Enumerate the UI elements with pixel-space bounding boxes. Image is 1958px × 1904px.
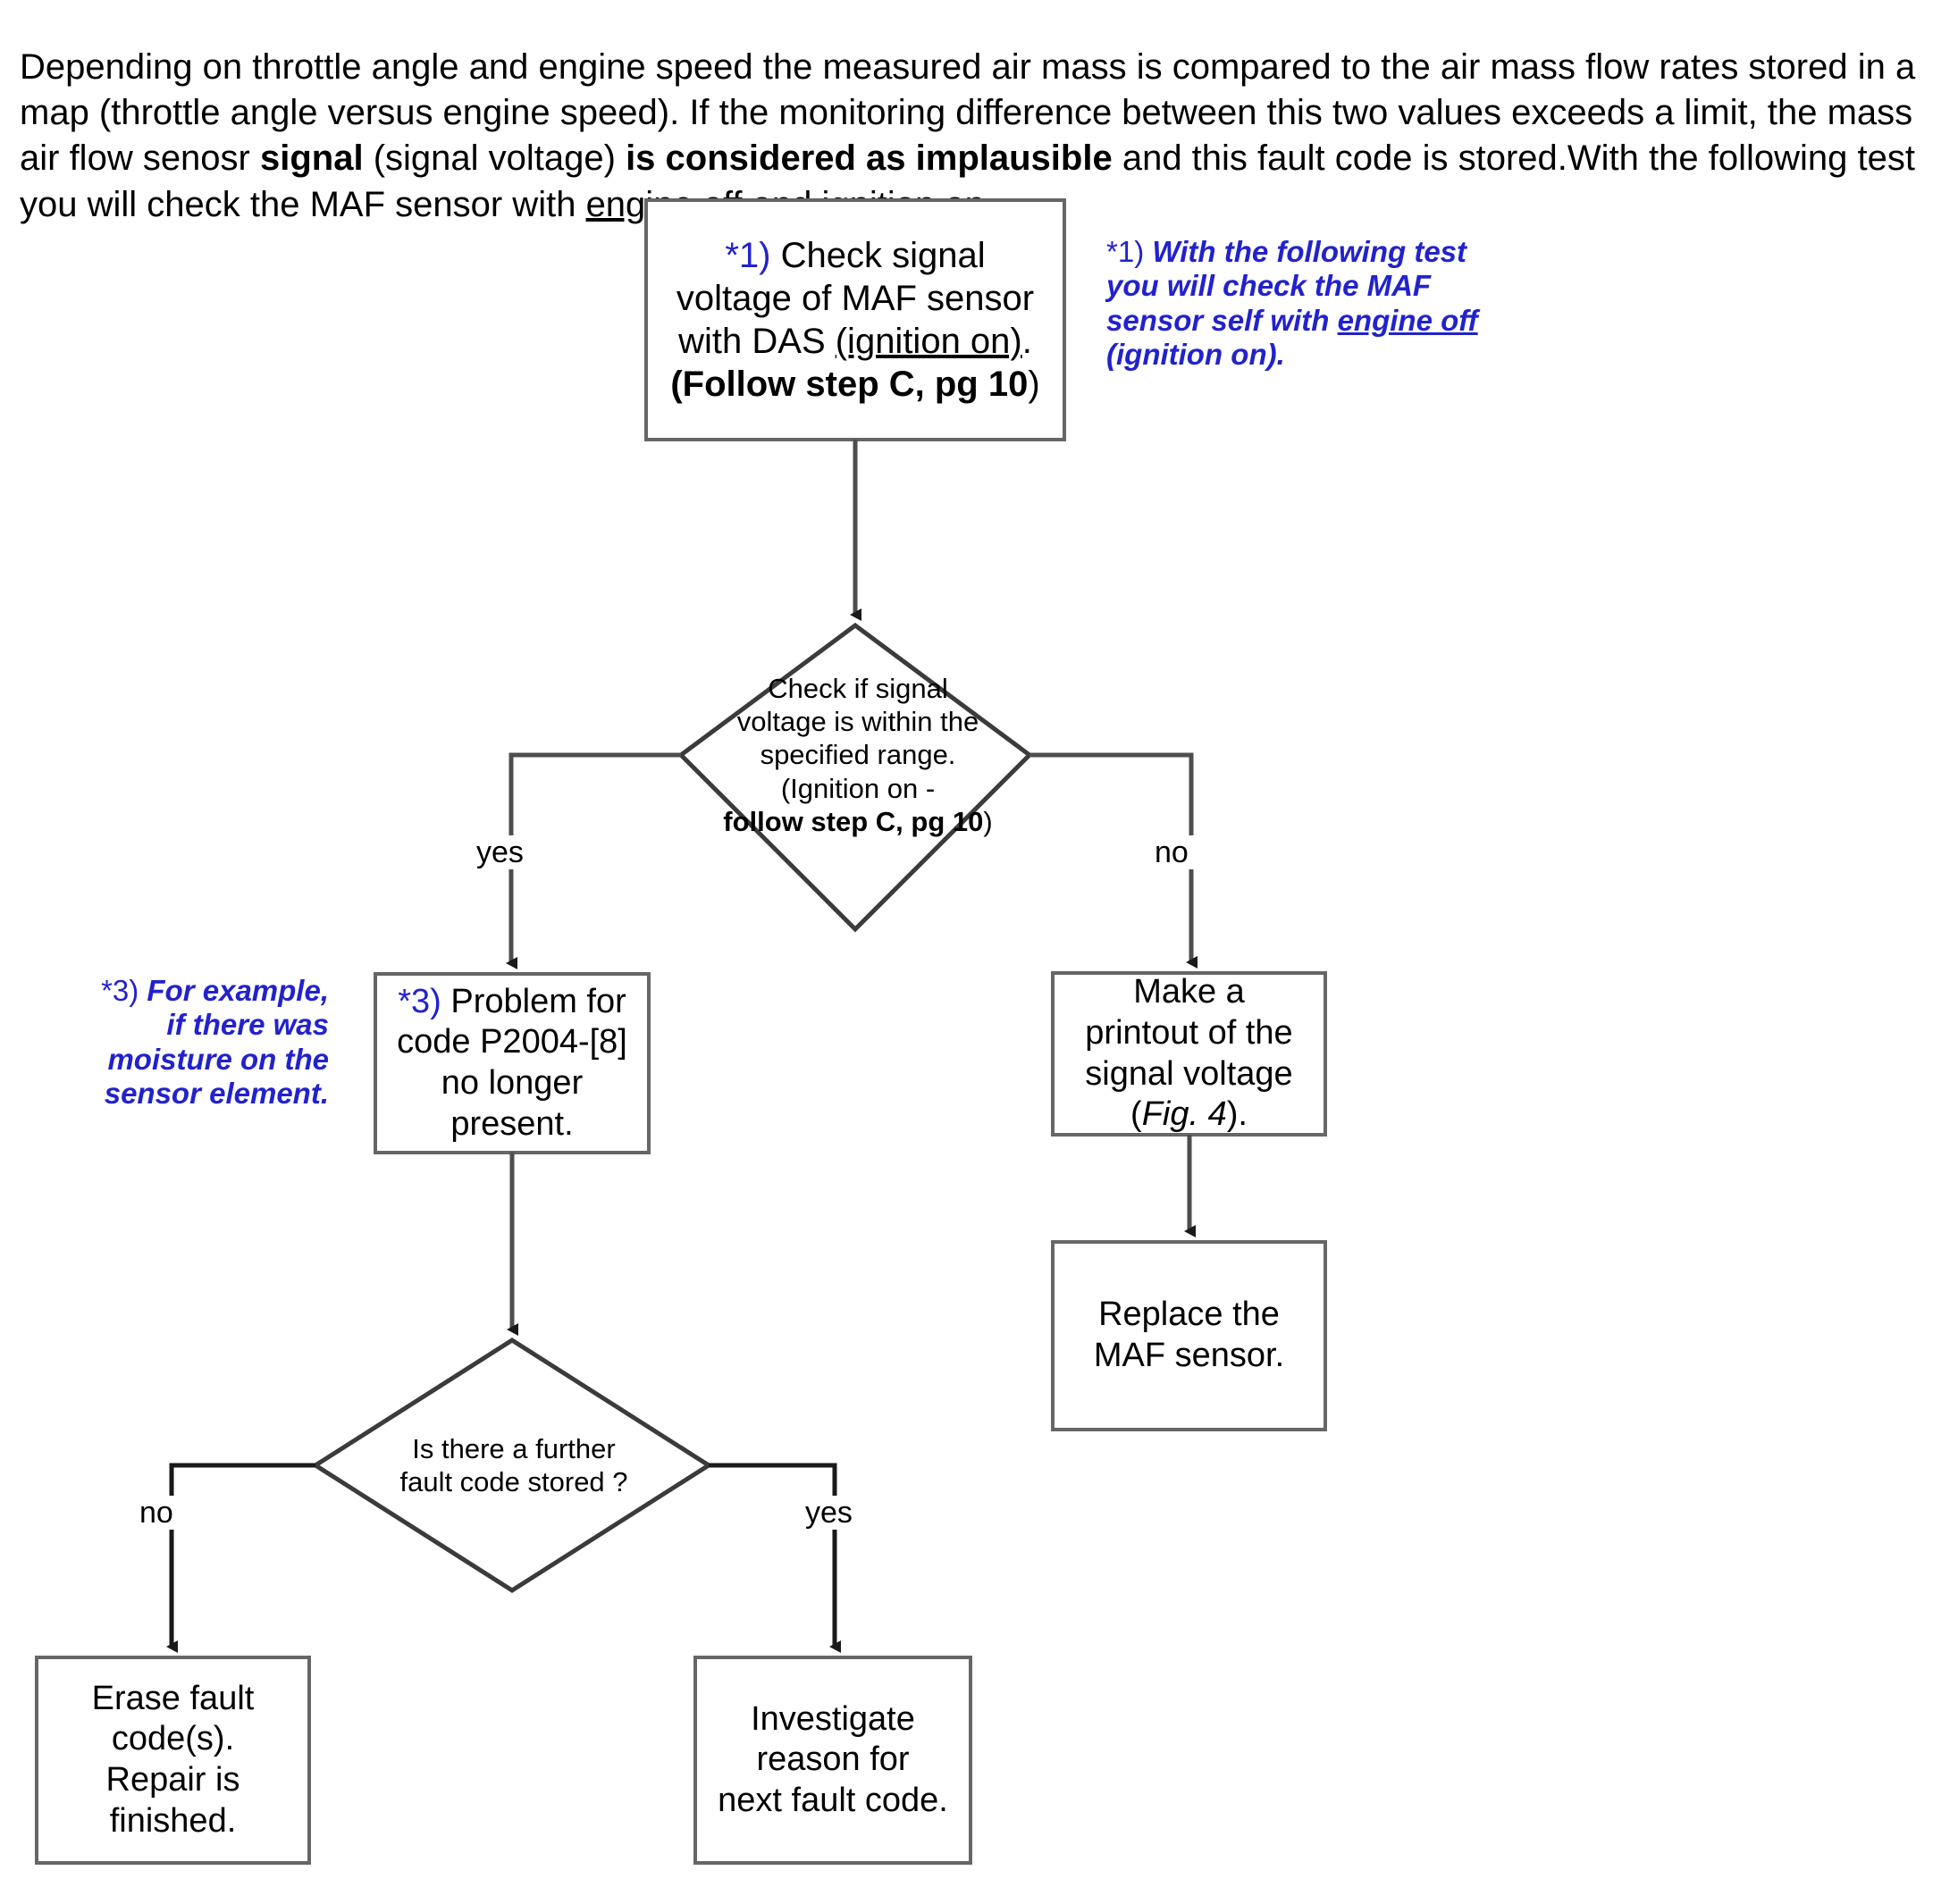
diamond-further-line2: fault code stored ? (399, 1466, 628, 1497)
note1-line4: (ignition on). (1106, 337, 1285, 371)
branch-label-no-further: no (134, 1496, 179, 1530)
intro-text-part2: (signal voltage) (363, 138, 626, 179)
connector-diamond2-yes (709, 1463, 841, 1653)
box-make-printout[interactable]: Make a printout of the signal voltage (F… (1053, 973, 1325, 1135)
note3-line3: moisture on the (107, 1042, 329, 1076)
replace-line1: Replace the (1098, 1296, 1280, 1334)
problem-line1: Problem for (450, 982, 626, 1020)
box-investigate-next-fault-code[interactable]: Investigate reason for next fault code. (695, 1657, 971, 1863)
marker-star-3: *3) (398, 982, 441, 1020)
problem-line2: code P2004-[8] (397, 1023, 627, 1061)
note3-marker: *3) (101, 974, 139, 1007)
printout-line3: signal voltage (1085, 1054, 1293, 1093)
intro-paragraph: Depending on throttle angle and engine s… (20, 45, 1941, 228)
check-signal-line4tail: ) (1028, 365, 1040, 404)
check-signal-line2: voltage of MAF sensor (676, 279, 1035, 318)
note1-marker: *1) (1106, 235, 1145, 268)
branch-label-yes-further: yes (800, 1496, 858, 1530)
printout-line4a: ( (1130, 1095, 1142, 1134)
note3-line4: sensor element. (104, 1076, 329, 1110)
erase-line3: Repair is (105, 1761, 240, 1799)
check-signal-line3a: with DAS (678, 322, 836, 361)
marker-star-1: *1) (725, 236, 771, 275)
box-erase-fault-codes[interactable]: Erase fault code(s). Repair is finished. (37, 1657, 309, 1863)
flowchart-shapes (35, 198, 1327, 1865)
diamond-check-range[interactable]: Check if signal voltage is within the sp… (679, 661, 1037, 849)
diamond-range-shape (677, 622, 1033, 933)
branch-label-no-range: no (1149, 835, 1194, 869)
intro-text-part3: and this fault code is stored.With the f… (20, 138, 1915, 224)
diamond-range-line2: voltage is within the (736, 706, 979, 738)
box-problem-shape (374, 972, 651, 1154)
diamond-further-fault-code[interactable]: Is there a further fault code stored ? (340, 1416, 688, 1514)
investigate-line3: next fault code. (718, 1781, 948, 1819)
problem-line4: present. (450, 1104, 574, 1143)
box-investigate-shape (693, 1656, 972, 1865)
check-signal-line3b: . (1021, 322, 1032, 361)
diamond-range-line1: Check if signal (768, 673, 948, 705)
diamond-range-follow-step: follow step C, pg 10 (723, 805, 984, 837)
note1-engine-off: engine off (1337, 303, 1478, 337)
printout-line2: printout of the (1085, 1013, 1293, 1052)
connector-diamond1-yes (506, 752, 681, 969)
diamond-range-line3: specified range. (760, 739, 956, 771)
printout-line1: Make a (1133, 973, 1245, 1011)
intro-text-part1: Depending on throttle angle and engine s… (20, 47, 1916, 179)
check-signal-line1: Check signal (780, 236, 986, 275)
erase-line2: code(s). (111, 1720, 235, 1758)
diamond-further-line1: Is there a further (412, 1432, 616, 1464)
replace-line2: MAF sensor. (1093, 1337, 1285, 1374)
investigate-line1: Investigate (751, 1699, 915, 1738)
box-replace-maf-sensor[interactable]: Replace the MAF sensor. (1053, 1242, 1325, 1430)
note3-line2: if there was (166, 1008, 329, 1042)
diamond-further-shape (311, 1338, 713, 1593)
intro-bold-implausible: is considered as implausible (626, 138, 1113, 179)
box-check-signal[interactable]: *1) Check signal voltage of MAF sensor w… (646, 200, 1064, 440)
intro-bold-signal: signal (259, 138, 364, 179)
branch-label-yes-range: yes (471, 835, 529, 869)
box-erase-shape (35, 1656, 311, 1865)
check-signal-follow-step: (Follow step C, pg 10 (670, 365, 1029, 404)
printout-fig-ref: Fig. 4 (1141, 1095, 1227, 1134)
box-printout-shape (1051, 971, 1327, 1137)
erase-line1: Erase fault (91, 1679, 255, 1717)
note1-line3a: sensor self with (1106, 303, 1338, 337)
problem-line3: no longer (441, 1064, 584, 1102)
diamond-range-line4: (Ignition on - (780, 772, 936, 804)
note-moisture-example: *3) For example, if there was moisture o… (97, 974, 329, 1111)
investigate-line2: reason for (756, 1740, 910, 1779)
note-maf-sensor-self: *1) With the following test you will che… (1106, 235, 1482, 372)
box-check-signal-shape (644, 198, 1066, 441)
connector-diamond2-no (166, 1463, 315, 1653)
box-replace-shape (1051, 1240, 1327, 1431)
printout-line4b: ). (1226, 1095, 1248, 1134)
note1-line1: With the following test (1152, 235, 1467, 268)
flowchart: *1) Check signal voltage of MAF sensor w… (0, 179, 1958, 1904)
connector-diamond1-no (1029, 752, 1197, 969)
note3-line1: For example, (147, 974, 329, 1007)
note1-line2: you will check the MAF (1106, 269, 1432, 303)
erase-line4: finished. (109, 1801, 237, 1840)
box-problem-no-longer-present[interactable]: *3) Problem for code P2004-[8] no longer… (375, 974, 649, 1153)
diamond-range-line5tail: ) (983, 805, 993, 837)
check-signal-ignition-on: (ignition on) (835, 322, 1022, 361)
